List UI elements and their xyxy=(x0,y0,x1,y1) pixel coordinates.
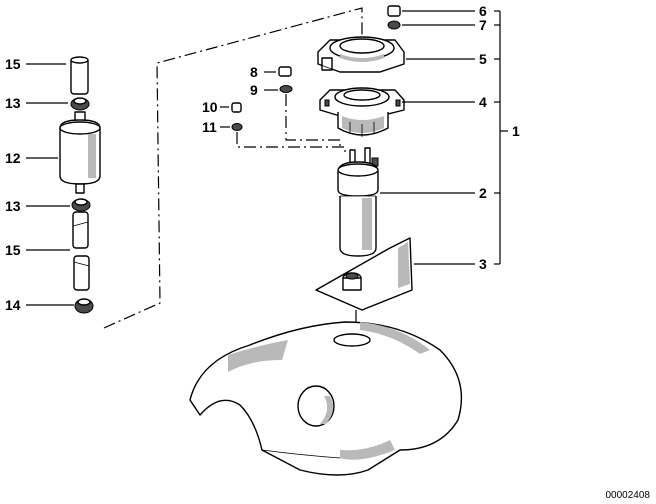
small-parts-leader-lines xyxy=(220,71,346,155)
hose-lower-15 xyxy=(72,211,90,291)
callout-14: 14 xyxy=(5,297,21,313)
callout-8: 8 xyxy=(250,64,258,80)
callout-7: 7 xyxy=(479,17,487,33)
callout-13-upper: 13 xyxy=(5,95,21,111)
callout-1: 1 xyxy=(512,123,520,139)
washer-11 xyxy=(231,123,243,131)
cover-flange-5 xyxy=(317,36,405,73)
callout-13-lower: 13 xyxy=(5,198,21,214)
assembly-frame-line xyxy=(103,7,363,329)
assembly-bracket xyxy=(494,10,508,265)
callout-15-upper: 15 xyxy=(5,56,21,72)
callout-15-lower: 15 xyxy=(5,242,21,258)
washer-7 xyxy=(387,20,401,30)
callout-3: 3 xyxy=(479,256,487,272)
washer-9 xyxy=(279,85,293,93)
document-number: 00002408 xyxy=(606,490,651,501)
fuel-filter-12 xyxy=(59,111,101,194)
callout-9: 9 xyxy=(250,82,258,98)
nut-6 xyxy=(387,5,401,17)
callout-4: 4 xyxy=(479,94,487,110)
callout-5: 5 xyxy=(479,51,487,67)
nut-8 xyxy=(278,66,292,77)
fuel-tank xyxy=(189,321,463,476)
nut-10 xyxy=(231,102,242,113)
hose-clamp-14 xyxy=(74,298,94,314)
callout-2: 2 xyxy=(479,185,487,201)
left-leader-lines xyxy=(26,63,74,306)
right-leader-lines xyxy=(380,10,475,265)
fuel-pump-2 xyxy=(337,147,379,257)
callout-6: 6 xyxy=(479,3,487,19)
callout-11: 11 xyxy=(202,119,217,135)
callout-10: 10 xyxy=(202,99,218,115)
callout-12: 12 xyxy=(5,150,21,166)
hose-clamp-13-lower xyxy=(71,198,91,212)
hose-upper-15 xyxy=(70,56,89,95)
hose-clamp-13-upper xyxy=(70,97,90,111)
pump-strainer-3 xyxy=(315,237,413,311)
sender-flange-4 xyxy=(319,87,405,137)
